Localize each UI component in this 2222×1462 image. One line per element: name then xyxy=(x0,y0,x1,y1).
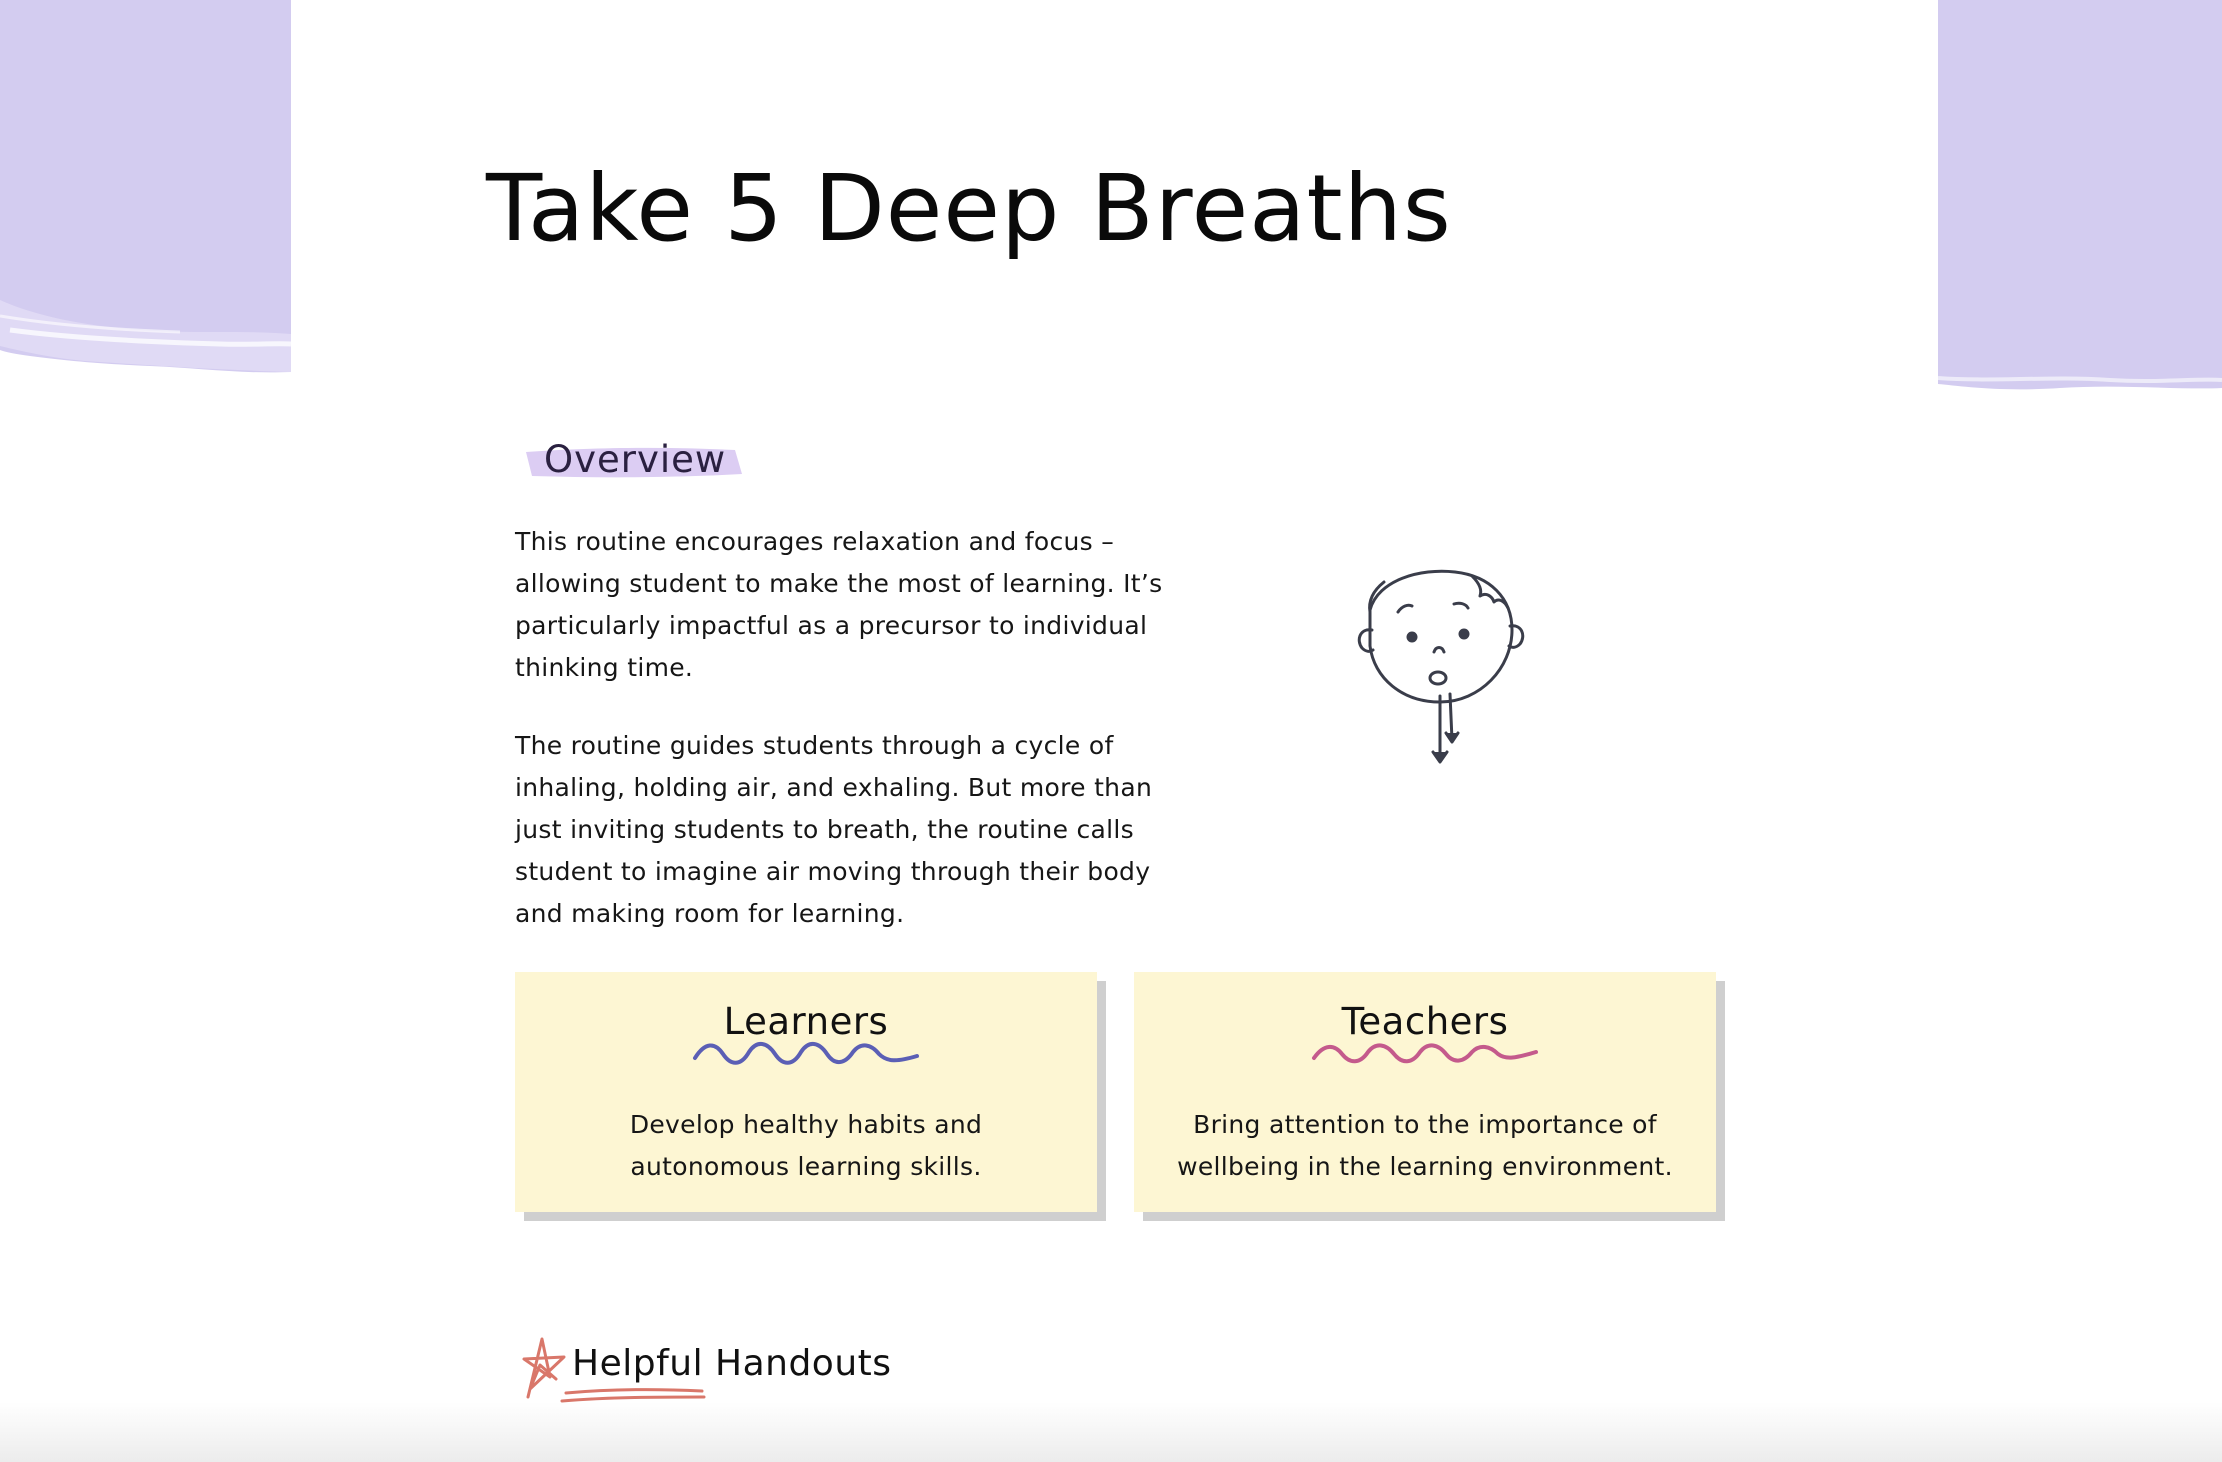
teachers-squiggle xyxy=(1312,1043,1538,1064)
handouts-underline xyxy=(560,1388,706,1403)
teachers-body: Bring attention to the importance of wel… xyxy=(1177,1110,1673,1181)
learners-heading: Learners xyxy=(723,1000,889,1043)
learners-squiggle xyxy=(693,1042,919,1065)
star-doodle-icon xyxy=(522,1337,566,1399)
page-title: Take 5 Deep Breaths xyxy=(486,155,1452,262)
overview-label: Overview xyxy=(544,438,727,481)
title-card xyxy=(291,78,1938,408)
header-band xyxy=(0,0,2222,400)
learners-body: Develop healthy habits and autonomous le… xyxy=(629,1110,983,1181)
breathing-face-icon xyxy=(1340,560,1560,780)
helpful-handouts-label: Helpful Handouts xyxy=(572,1343,892,1384)
overview-paragraph-1: This routine encourages relaxation and f… xyxy=(515,527,1163,682)
teachers-heading: Teachers xyxy=(1341,1000,1509,1043)
teachers-card: Teachers Bring attention to the importan… xyxy=(1134,972,1716,1212)
learners-card: Learners Develop healthy habits and auto… xyxy=(515,972,1097,1212)
overview-highlight xyxy=(526,447,742,478)
bottom-fade xyxy=(0,1402,2222,1462)
helpful-handouts-heading[interactable]: Helpful Handouts xyxy=(520,1335,940,1405)
overview-heading: Overview xyxy=(520,434,750,494)
overview-paragraph-2: The routine guides students through a cy… xyxy=(515,731,1153,928)
